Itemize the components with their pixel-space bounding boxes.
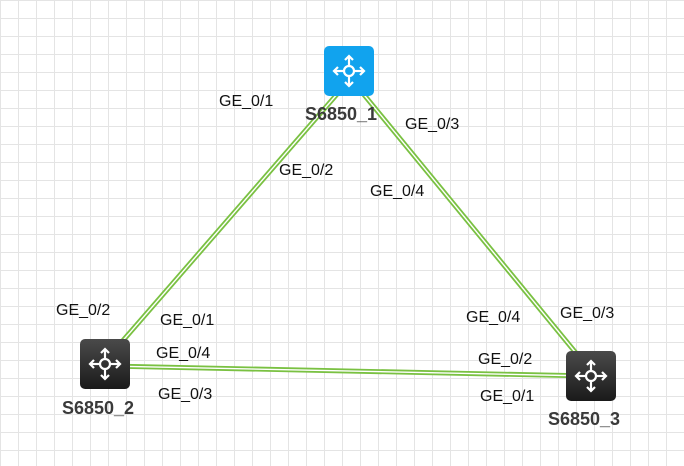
link-s1-s3[interactable] bbox=[354, 83, 587, 366]
port-label: GE_0/4 bbox=[466, 309, 521, 326]
port-label: GE_0/3 bbox=[405, 116, 460, 133]
switch-s6850-2[interactable] bbox=[80, 339, 130, 389]
port-label: GE_0/2 bbox=[56, 302, 111, 319]
device-label-s6850-1: S6850_1 bbox=[305, 104, 378, 124]
port-label: GE_0/4 bbox=[156, 345, 211, 362]
l3-switch-icon bbox=[332, 54, 366, 88]
l3-switch-icon bbox=[574, 359, 608, 393]
link-s1-s2[interactable] bbox=[111, 83, 347, 354]
port-label: GE_0/1 bbox=[480, 388, 535, 405]
link-s2-s3[interactable] bbox=[105, 363, 591, 379]
port-label: GE_0/3 bbox=[158, 386, 213, 403]
port-label: GE_0/1 bbox=[160, 312, 215, 329]
device-label-s6850-3: S6850_3 bbox=[548, 409, 621, 429]
port-label: GE_0/4 bbox=[370, 183, 425, 200]
device-label-s6850-2: S6850_2 bbox=[62, 398, 135, 418]
switch-s6850-3[interactable] bbox=[566, 351, 616, 401]
port-label: GE_0/2 bbox=[279, 162, 334, 179]
port-label: GE_0/3 bbox=[560, 305, 615, 322]
port-label: GE_0/2 bbox=[478, 351, 533, 368]
port-label: GE_0/1 bbox=[219, 93, 274, 110]
switch-s6850-1[interactable] bbox=[324, 46, 374, 96]
l3-switch-icon bbox=[88, 347, 122, 381]
